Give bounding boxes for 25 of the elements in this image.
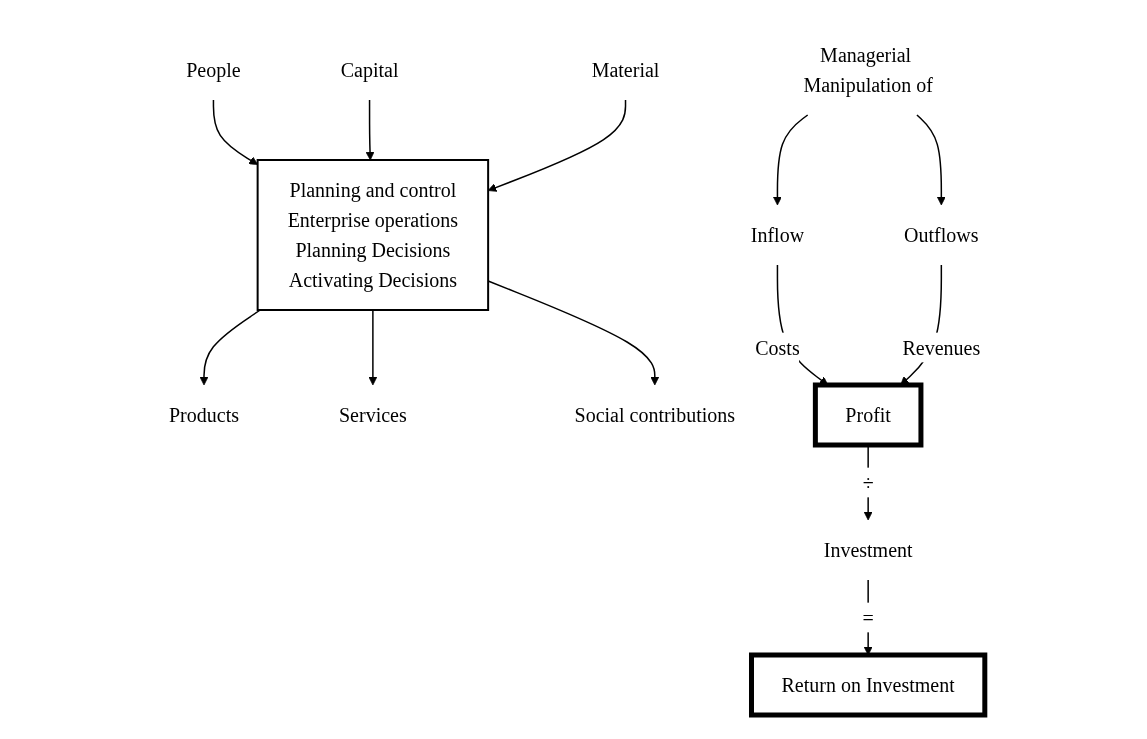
edge-label: Costs <box>754 336 800 358</box>
node-text: Investment <box>823 538 913 561</box>
node-text: Social contributions <box>574 403 735 426</box>
node-text: Inflow <box>750 223 804 246</box>
node-box: Profit <box>812 382 924 447</box>
node-text: Products <box>168 403 239 426</box>
node-text: People <box>185 58 241 81</box>
arrow <box>365 98 375 160</box>
node-box: Return on Investment <box>748 652 988 717</box>
node-text: Material <box>591 58 660 81</box>
arrow <box>368 308 377 385</box>
arrow <box>772 113 809 205</box>
node-text: Capital <box>340 58 399 81</box>
edge-label: Revenues <box>902 336 980 358</box>
node-text: Outflows <box>903 223 979 246</box>
node-text: Services <box>338 403 407 426</box>
edge-label: ÷ <box>862 471 874 493</box>
edge-label: = <box>862 606 874 628</box>
arrow <box>487 98 626 192</box>
node-box: Planning and control Enterprise operations Planning Decisions Activating Decisions <box>256 158 489 311</box>
arrow <box>487 279 659 385</box>
node-text: Managerial Manipulation of <box>803 43 933 96</box>
arrow <box>915 113 946 205</box>
arrow <box>199 308 261 385</box>
arrow <box>212 98 258 165</box>
